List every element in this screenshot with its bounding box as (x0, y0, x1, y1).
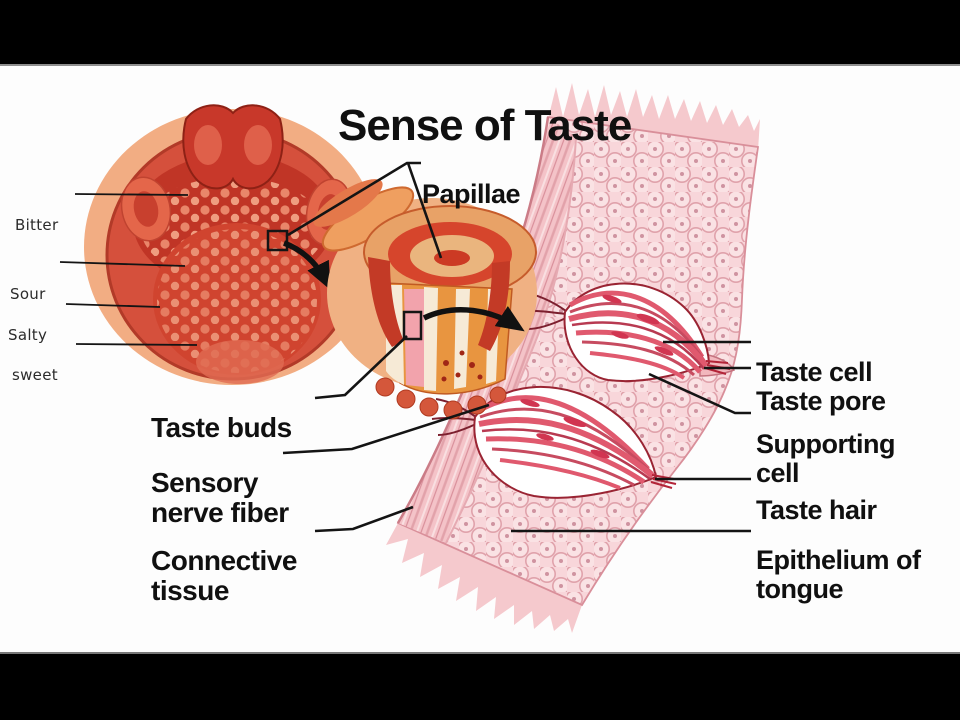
leader-lines (59, 161, 751, 533)
magnify-arrow-papilla-to-epithelium (422, 306, 525, 332)
label-supporting-cell: Supporting cell (756, 429, 895, 489)
label-taste-buds: Taste buds (151, 412, 292, 443)
magnify-arrow-tongue-to-papilla (282, 240, 331, 291)
label-sweet: sweet (12, 366, 58, 384)
label-sour: Sour (10, 285, 46, 303)
label-taste-pore: Taste pore (756, 386, 886, 416)
label-taste-cell: Taste cell (756, 357, 873, 387)
letterbox-top (0, 0, 960, 66)
label-bitter: Bitter (15, 216, 59, 234)
papilla-illustration (313, 179, 537, 420)
label-connective-tissue: Connective tissue (151, 545, 297, 607)
taste-bud-upper (519, 282, 736, 382)
label-taste-hair: Taste hair (756, 495, 877, 525)
label-salty: Salty (8, 326, 48, 344)
label-sensory-nerve-fiber: Sensory nerve fiber (151, 467, 289, 529)
taste-bud-lower (431, 385, 677, 499)
tongue-illustration (84, 104, 380, 385)
tongue-zoom-marker (266, 229, 289, 252)
page-title: Sense of Taste (338, 101, 632, 150)
diagram-canvas: Sense of Taste Papillae Bitter Sour Salt… (0, 66, 960, 652)
papilla-zoom-marker (402, 310, 423, 341)
label-epithelium-of-tongue: Epithelium of tongue (756, 545, 921, 605)
label-papillae: Papillae (422, 179, 521, 209)
letterbox-bottom (0, 652, 960, 720)
